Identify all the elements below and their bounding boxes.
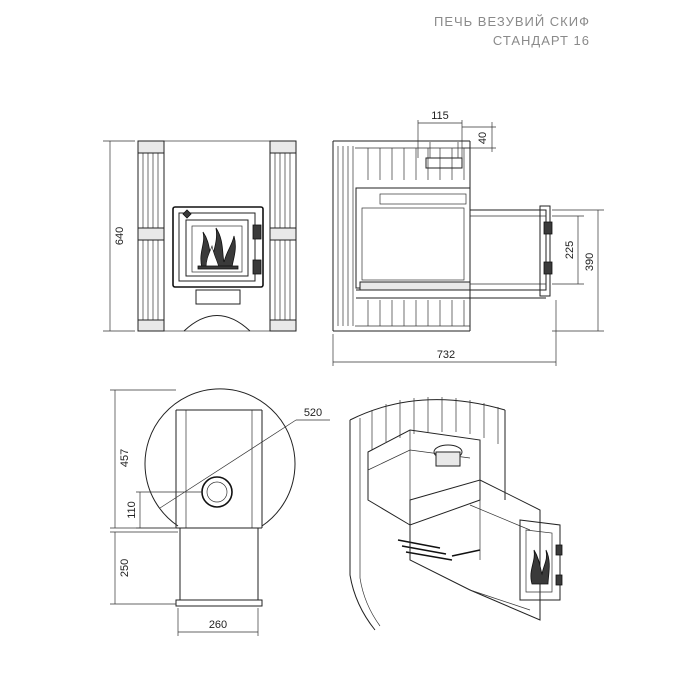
fire-door (172, 206, 264, 288)
dim-label-40: 40 (477, 132, 489, 144)
dim-door-height: 225 (552, 215, 584, 285)
dim-flue-offset: 110 (126, 491, 202, 529)
dim-label-640: 640 (114, 227, 126, 245)
dim-label-390: 390 (584, 253, 596, 271)
flame-icon (197, 227, 239, 270)
dim-label-250: 250 (119, 559, 131, 577)
isometric-view (349, 397, 563, 631)
dim-total-depth: 732 (332, 300, 557, 366)
flue-collar (425, 157, 463, 169)
dim-plan-depth: 457 (110, 389, 176, 529)
front-left-panel (137, 140, 165, 332)
fuel-tunnel (356, 205, 553, 299)
dim-label-225: 225 (564, 241, 576, 259)
door-hinge-top (252, 224, 262, 240)
side-view: 115 40 225 390 732 (332, 110, 604, 366)
ash-box (195, 289, 241, 305)
dim-top-height: 40 (462, 122, 496, 152)
dim-tunnel-length: 250 (110, 531, 178, 605)
front-right-panel (269, 140, 297, 332)
dim-tunnel-height: 390 (552, 209, 604, 332)
dim-front-height: 640 (103, 140, 135, 332)
dim-top-width: 115 (417, 110, 463, 158)
iso-door (519, 519, 563, 601)
dim-label-115: 115 (431, 110, 449, 122)
plan-view: 520 457 110 250 260 (110, 388, 330, 636)
dim-tunnel-width: 260 (177, 608, 259, 636)
dim-label-520: 520 (304, 407, 322, 419)
door-badge-icon (182, 209, 192, 219)
plan-circle-arc (144, 388, 296, 527)
dim-label-732: 732 (437, 349, 455, 361)
door-hinge-bottom (252, 259, 262, 275)
dim-label-110: 110 (126, 501, 138, 519)
plan-tunnel (179, 527, 259, 601)
front-view: 640 (103, 140, 297, 332)
flue-opening (201, 476, 233, 508)
lower-arch (183, 315, 251, 332)
drawing-title-line2: СТАНДАРТ 16 (492, 33, 590, 48)
side-shell (332, 140, 471, 332)
drawing-title-line1: ПЕЧЬ ВЕЗУВИЙ СКИФ (433, 14, 590, 29)
dim-label-260: 260 (209, 619, 227, 631)
iso-grate (397, 539, 481, 561)
dim-label-457: 457 (119, 449, 131, 467)
firebox (355, 142, 471, 291)
